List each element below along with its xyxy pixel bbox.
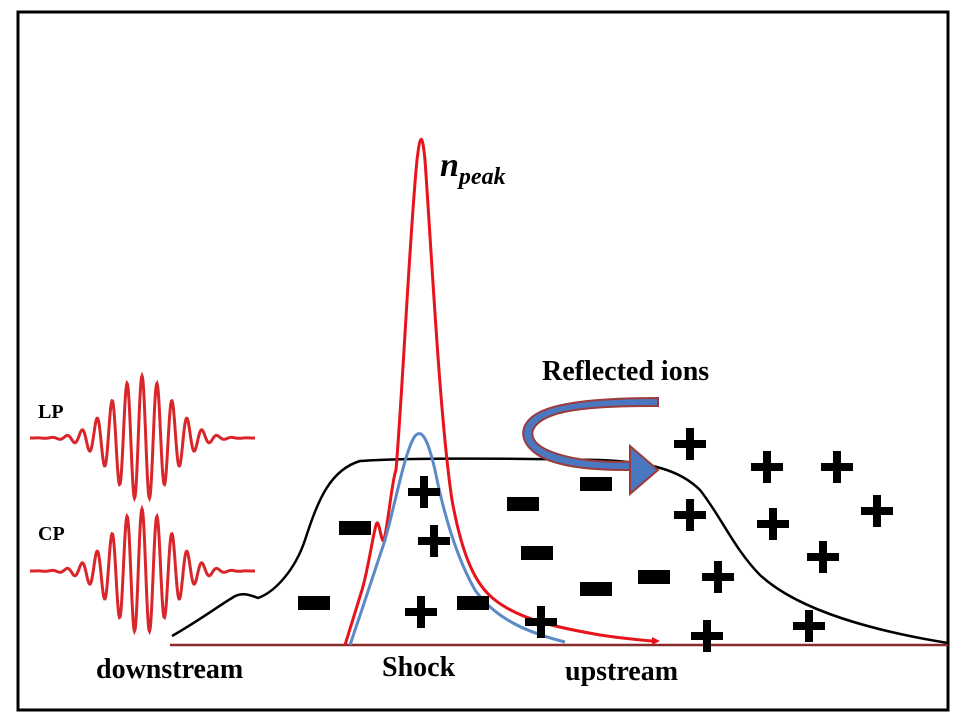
shock-label: Shock (382, 652, 456, 683)
plus-charge-icon (405, 596, 437, 628)
minus-charge-icon (507, 497, 539, 511)
plus-charge-icon (793, 610, 825, 642)
plus-charge-icon (751, 451, 783, 483)
plus-charges (405, 428, 893, 652)
plus-charge-icon (757, 508, 789, 540)
density-peak-curve (343, 137, 653, 646)
laser-pulse-cp-icon (30, 504, 255, 636)
minus-charge-icon (638, 570, 670, 584)
figure-frame (16, 10, 950, 712)
plus-charge-icon (691, 620, 723, 652)
laser-pulse-lp-icon (30, 371, 255, 503)
minus-charge-icon (521, 546, 553, 560)
plus-charge-icon (418, 525, 450, 557)
plus-charge-icon (821, 451, 853, 483)
upstream-label: upstream (565, 656, 678, 687)
downstream-label: downstream (96, 654, 243, 685)
plus-charge-icon (674, 499, 706, 531)
density-curve-arrowhead (652, 637, 660, 645)
plus-charge-icon (525, 606, 557, 638)
envelope-curve (171, 457, 949, 645)
minus-charge-icon (339, 521, 371, 535)
minus-charges (298, 477, 670, 610)
plus-charge-icon (861, 495, 893, 527)
minus-charge-icon (457, 596, 489, 610)
minus-charge-icon (298, 596, 330, 610)
cp-label: CP (38, 523, 65, 545)
minus-charge-icon (580, 477, 612, 491)
reflected-ions-label: Reflected ions (542, 356, 709, 387)
plus-charge-icon (702, 561, 734, 593)
lp-label: LP (38, 401, 64, 423)
reflected-ions-arrow-icon (522, 396, 660, 497)
plus-charge-icon (408, 476, 440, 508)
plus-charge-icon (807, 541, 839, 573)
plus-charge-icon (674, 428, 706, 460)
minus-charge-icon (580, 582, 612, 596)
npeak-label: npeak (440, 147, 506, 190)
